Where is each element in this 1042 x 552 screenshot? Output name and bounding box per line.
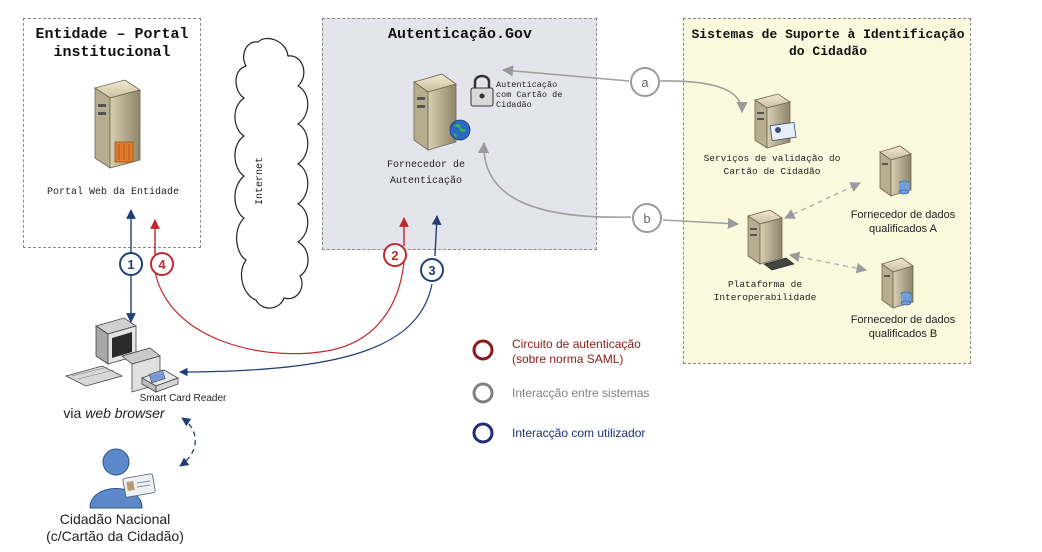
- svg-text:4: 4: [158, 257, 166, 272]
- grey-curve-a: [659, 80, 748, 114]
- auth-server-label: Fornecedor de Autenticação: [386, 160, 465, 187]
- id-card-icon: [769, 121, 797, 142]
- step-circle-a: a: [630, 67, 660, 97]
- citizen-label-line1: Cidadão Nacional: [59, 511, 171, 527]
- auth-title: Autenticação.Gov: [387, 26, 533, 43]
- svg-text:3: 3: [428, 263, 435, 278]
- grey-arrow-b: [662, 217, 740, 230]
- legend-label-user: Interacção com utilizador: [512, 426, 646, 440]
- step-circle-3: 3: [420, 258, 444, 282]
- platform-server-label: Plataforma de Interoperabilidade: [713, 279, 817, 303]
- dashed-link-provider-a: [784, 182, 861, 219]
- internet-label: Internet: [255, 157, 266, 205]
- browser-label: via web browser: [44, 405, 184, 422]
- blue-curve-3: [179, 283, 433, 377]
- dashed-link-citizen-reader: [179, 417, 196, 467]
- legend-label-circuit: Circuito de autenticação (sobre norma SA…: [512, 337, 641, 366]
- platform-server-icon: [747, 209, 795, 271]
- legend-label-systems: Interacção entre sistemas: [512, 386, 650, 400]
- browser-label-prefix: via: [63, 405, 86, 421]
- step-circle-4: 4: [150, 252, 174, 276]
- lock-icon: [470, 74, 494, 107]
- legend-swatch-grey: [472, 382, 494, 404]
- card-reader-icon: [141, 369, 179, 393]
- support-title: Sistemas de Suporte à Identificação do C…: [691, 27, 965, 59]
- card-reader-label: Smart Card Reader: [139, 393, 227, 404]
- legend-swatch-blue: [472, 422, 494, 444]
- dashed-link-provider-b: [788, 251, 868, 274]
- browser-label-italic: web browser: [85, 405, 165, 421]
- auth-server-icon: [413, 73, 457, 151]
- provider-b-label: Fornecedor de dados qualificados B: [850, 314, 956, 340]
- step-circle-2: 2: [383, 243, 407, 267]
- svg-text:1: 1: [127, 257, 134, 272]
- citizen-label: Cidadão Nacional (c/Cartão da Cidadão): [30, 511, 200, 545]
- svg-text:b: b: [643, 211, 650, 226]
- step-circle-1: 1: [119, 252, 143, 276]
- grey-arrow-a: [501, 65, 630, 82]
- globe-icon: [449, 119, 471, 141]
- validation-server-label: Serviços de validação do Cartão de Cidad…: [703, 153, 841, 177]
- svg-text:2: 2: [391, 248, 398, 263]
- portal-server-icon: [94, 79, 141, 169]
- citizen-card-icon: [122, 473, 156, 498]
- step-circle-b: b: [632, 203, 662, 233]
- blue-arrow-3-up: [431, 215, 442, 257]
- provider-a-label: Fornecedor de dados qualificados A: [850, 209, 956, 235]
- internet-cloud: [234, 37, 309, 309]
- citizen-label-line2: (c/Cartão da Cidadão): [46, 528, 184, 544]
- provider-b-server-icon: [881, 257, 914, 309]
- entity-title: Entidade – Portal institucional: [35, 26, 189, 61]
- legend-swatch-red: [472, 339, 494, 361]
- red-curve-circuit: [154, 261, 405, 355]
- lock-label: Autenticação com Cartão de Cidadão: [496, 80, 563, 110]
- svg-text:a: a: [641, 75, 649, 90]
- provider-a-server-icon: [879, 145, 912, 197]
- grey-curve-b: [477, 141, 632, 218]
- portal-server-label: Portal Web da Entidade: [46, 187, 180, 198]
- citizen-user-icon: [89, 448, 143, 509]
